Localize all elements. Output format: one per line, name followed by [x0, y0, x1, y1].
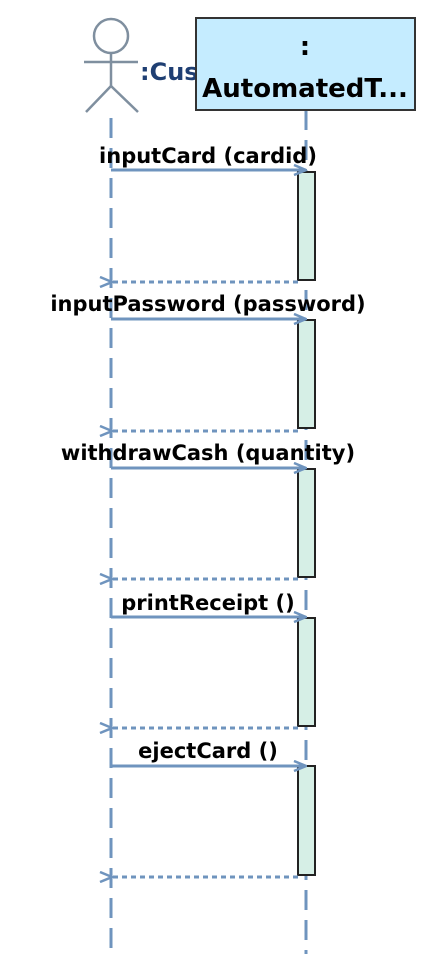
object-header[interactable]: : AutomatedT... — [195, 17, 416, 111]
message-label: withdrawCash (quantity) — [61, 441, 355, 465]
object-label-line2: AutomatedT... — [202, 74, 408, 104]
activation-bar — [297, 319, 316, 429]
activation-bar — [297, 617, 316, 727]
activation-bar — [297, 171, 316, 281]
actor-label: :Cus — [140, 58, 199, 86]
stick-figure-icon — [84, 17, 139, 113]
activation-bar — [297, 468, 316, 578]
message-label: ejectCard () — [138, 739, 278, 763]
message-label: inputCard (cardid) — [99, 144, 317, 168]
activation-bar — [297, 765, 316, 876]
message-label: inputPassword (password) — [50, 292, 365, 316]
object-label-line1: : — [300, 32, 310, 62]
message-label: printReceipt () — [121, 591, 294, 615]
object-box — [195, 17, 416, 111]
